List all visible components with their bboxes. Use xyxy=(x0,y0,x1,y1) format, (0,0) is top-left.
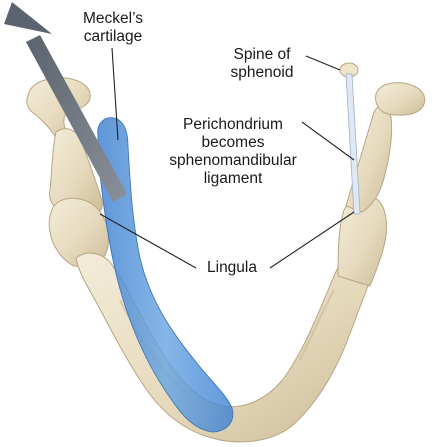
label-perichondrium-line-4: ligament xyxy=(203,170,263,187)
leader-lines xyxy=(99,47,355,269)
label-perichondrium-line-1: Perichondrium xyxy=(183,116,283,133)
sphenomandibular-ligament-shape xyxy=(345,73,361,215)
label-spine-of-sphenoid: Spine of sphenoid xyxy=(214,46,310,82)
right-condyle xyxy=(375,82,426,116)
label-perichondrium: Perichondrium becomes sphenomandibular l… xyxy=(160,116,306,188)
leader-lingula-left xyxy=(99,213,197,269)
label-lingula-text: Lingula xyxy=(207,259,257,276)
leader-meckels xyxy=(111,47,119,141)
label-perichondrium-line-2: becomes xyxy=(201,134,265,151)
leader-perichondrium xyxy=(301,121,355,161)
arrow-head xyxy=(4,2,52,34)
meckels-cartilage-shape xyxy=(97,117,234,433)
label-perichondrium-line-3: sphenomandibular xyxy=(169,152,297,169)
leader-spine xyxy=(305,55,341,71)
mandible-bone xyxy=(26,77,426,443)
label-spine-line-2: sphenoid xyxy=(230,64,294,81)
label-meckels-line-1: Meckel’s xyxy=(82,10,143,27)
label-spine-line-1: Spine of xyxy=(233,46,291,63)
direction-arrow xyxy=(4,2,127,202)
leader-lingula-right xyxy=(269,211,355,269)
label-lingula: Lingula xyxy=(196,259,268,277)
label-meckels-cartilage: Meckel’s cartilage xyxy=(68,10,158,46)
label-meckels-line-2: cartilage xyxy=(83,28,143,45)
arrow-shaft xyxy=(26,35,127,202)
